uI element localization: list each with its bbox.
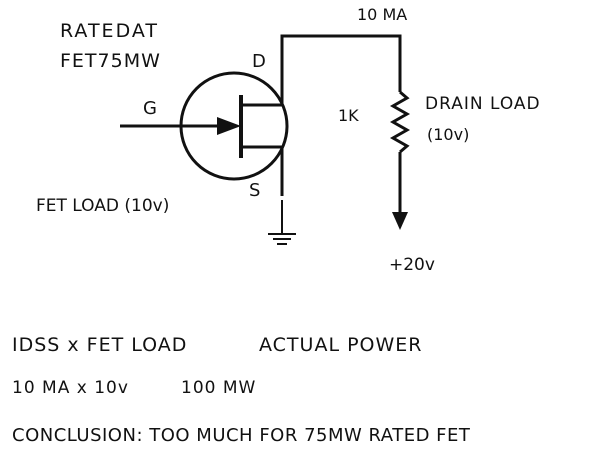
note-actual-power: ACTUAL POWER [259, 334, 423, 356]
note-conclusion: CONCLUSION: TOO MUCH FOR 75MW RATED FET [12, 425, 471, 446]
drain-load-voltage-label: (10v) [427, 125, 469, 144]
resistor-value-label: 1K [338, 106, 359, 125]
rated-label: RATEDAT [60, 20, 159, 42]
gate-arrow [120, 117, 241, 135]
supply-arrow-icon [392, 212, 408, 230]
resistor-symbol [389, 90, 411, 154]
note-idss-formula: IDSS x FET LOAD [12, 334, 188, 356]
gate-label: G [143, 98, 157, 119]
note-calculation: 10 MA x 10v [12, 378, 129, 398]
drain-wire [280, 34, 402, 105]
current-label: 10 MA [357, 5, 407, 24]
fet-load-label: FET LOAD (10v) [36, 196, 169, 216]
drain-load-label: DRAIN LOAD [425, 94, 541, 114]
ground-icon [268, 233, 296, 245]
note-power-result: 100 MW [181, 378, 257, 398]
drain-terminal-label: D [252, 51, 266, 72]
supply-voltage-label: +20v [389, 255, 435, 275]
gate-arrowhead-icon [217, 117, 241, 135]
fet-rating-label: FET75MW [60, 50, 161, 72]
source-terminal-label: S [249, 180, 260, 201]
